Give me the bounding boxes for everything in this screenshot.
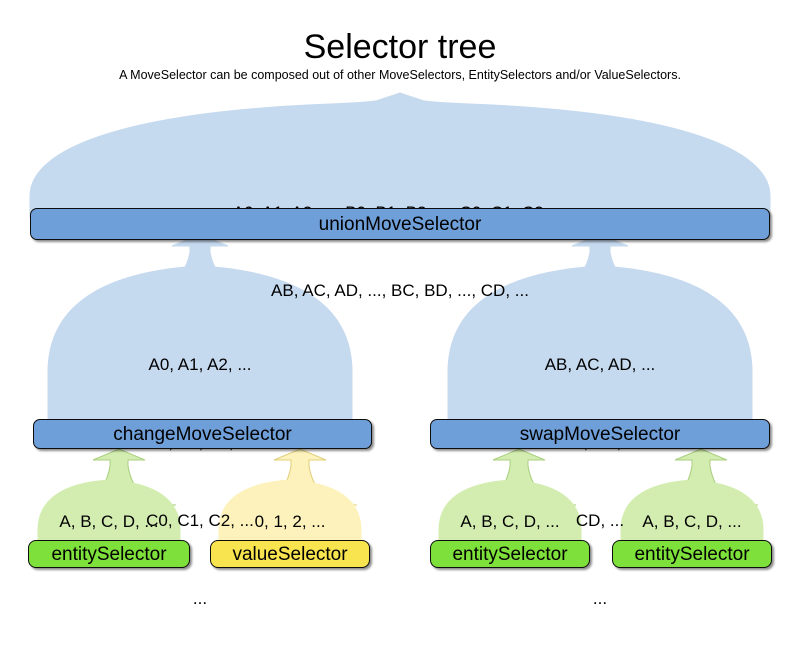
page-subtitle: A MoveSelector can be composed out of ot…	[119, 68, 681, 82]
diagram-shapes	[29, 92, 771, 546]
leaf4-dome	[620, 479, 764, 546]
leaf2-dome	[218, 479, 362, 546]
swap-move-selector-bar[interactable]: swapMoveSelector	[430, 419, 770, 449]
selector-tree-diagram: Selector tree A MoveSelector can be comp…	[28, 28, 772, 608]
union-move-selector-bar[interactable]: unionMoveSelector	[30, 208, 770, 240]
change-move-selector-bar[interactable]: changeMoveSelector	[33, 419, 372, 449]
entity-selector-bar-3[interactable]: entitySelector	[612, 540, 772, 568]
value-selector-bar-1[interactable]: valueSelector	[210, 540, 370, 568]
union-node-dome	[29, 92, 771, 219]
change-node-dome	[47, 265, 353, 425]
leaf3-dome	[438, 479, 582, 546]
leaf1-dome	[37, 479, 181, 546]
entity-selector-bar-0[interactable]: entitySelector	[28, 540, 190, 568]
entity-selector-bar-2[interactable]: entitySelector	[430, 540, 590, 568]
swap-node-dome	[447, 265, 753, 425]
page-title: Selector tree	[303, 28, 497, 66]
